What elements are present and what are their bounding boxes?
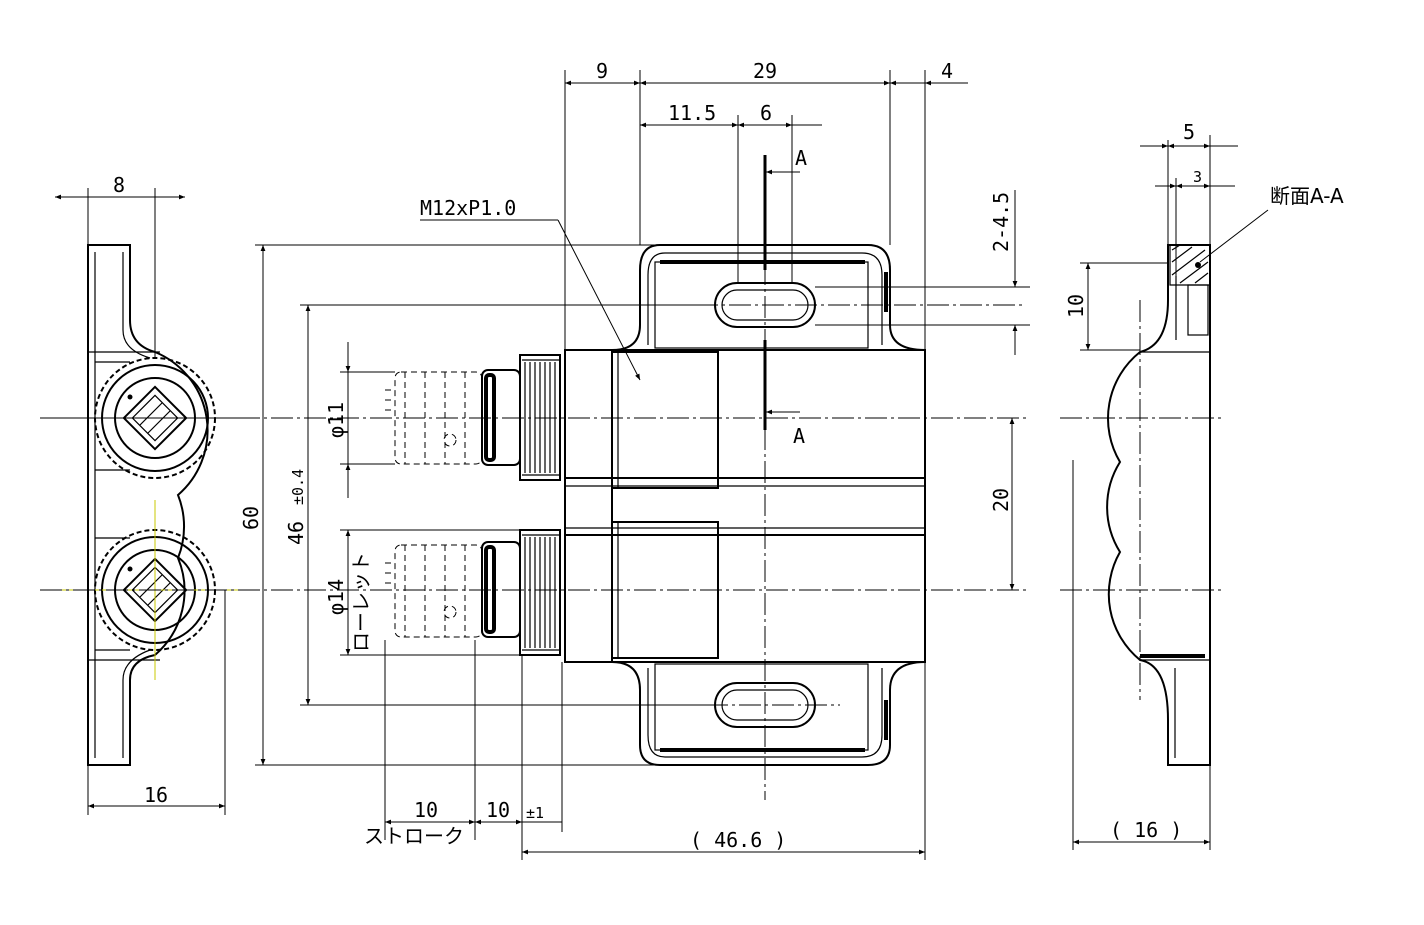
mounting-plate xyxy=(611,244,926,766)
dim-5: 5 xyxy=(1183,120,1195,144)
dim-46-6: ( 46.6 ) xyxy=(690,828,786,852)
front-centerlines xyxy=(40,230,1030,800)
stroke-tolerance: ±1 xyxy=(526,804,544,822)
thread-callout: M12xP1.0 xyxy=(420,196,516,220)
dim-16-left: 16 xyxy=(144,783,168,807)
plunger-bottom xyxy=(385,529,561,656)
right-view-dimensions: 5 3 断面A-A 10 ( 16 ) xyxy=(1064,120,1344,850)
section-cut-line: A A xyxy=(763,146,807,448)
dim-20: 20 xyxy=(989,488,1013,512)
dim-16-right: ( 16 ) xyxy=(1110,818,1182,842)
right-section-view: 5 3 断面A-A 10 ( 16 ) xyxy=(1060,120,1344,850)
dim-6: 6 xyxy=(760,101,772,125)
dim-10-right: 10 xyxy=(1064,294,1088,318)
stroke-dim-2: 10 xyxy=(486,798,510,822)
section-mark-bottom: A xyxy=(793,424,805,448)
left-side-view: 8 16 xyxy=(55,173,250,815)
dia-11: φ11 xyxy=(324,402,348,438)
dim-3: 3 xyxy=(1193,168,1202,186)
dim-46-tolerance: ±0.4 xyxy=(289,469,307,505)
body-block xyxy=(564,349,926,663)
front-dimensions: 9 29 4 11.5 6 M12xP1.0 2-4.5 20 60 xyxy=(239,59,1030,860)
right-view-outline xyxy=(1106,244,1211,766)
stroke-label: ストローク xyxy=(364,824,464,848)
dim-8: 8 xyxy=(113,173,125,197)
section-a-a-label: 断面A-A xyxy=(1270,184,1344,208)
dim-29: 29 xyxy=(753,59,777,83)
front-view: A A 9 29 4 11.5 6 M12xP1.0 xyxy=(40,59,1030,860)
stroke-dim-1: 10 xyxy=(414,798,438,822)
dim-9: 9 xyxy=(596,59,608,83)
dim-2-4-5: 2-4.5 xyxy=(989,192,1013,252)
dim-4: 4 xyxy=(941,59,953,83)
left-view-outline xyxy=(87,244,209,766)
dim-60: 60 xyxy=(239,506,263,530)
dia-14: φ14 xyxy=(324,579,348,615)
dim-11-5: 11.5 xyxy=(668,101,716,125)
knurl-label: ローレット xyxy=(349,552,373,652)
section-mark-top: A xyxy=(795,146,807,170)
dim-46: 46 xyxy=(284,521,308,545)
left-view-dimensions: 8 16 xyxy=(55,173,226,815)
